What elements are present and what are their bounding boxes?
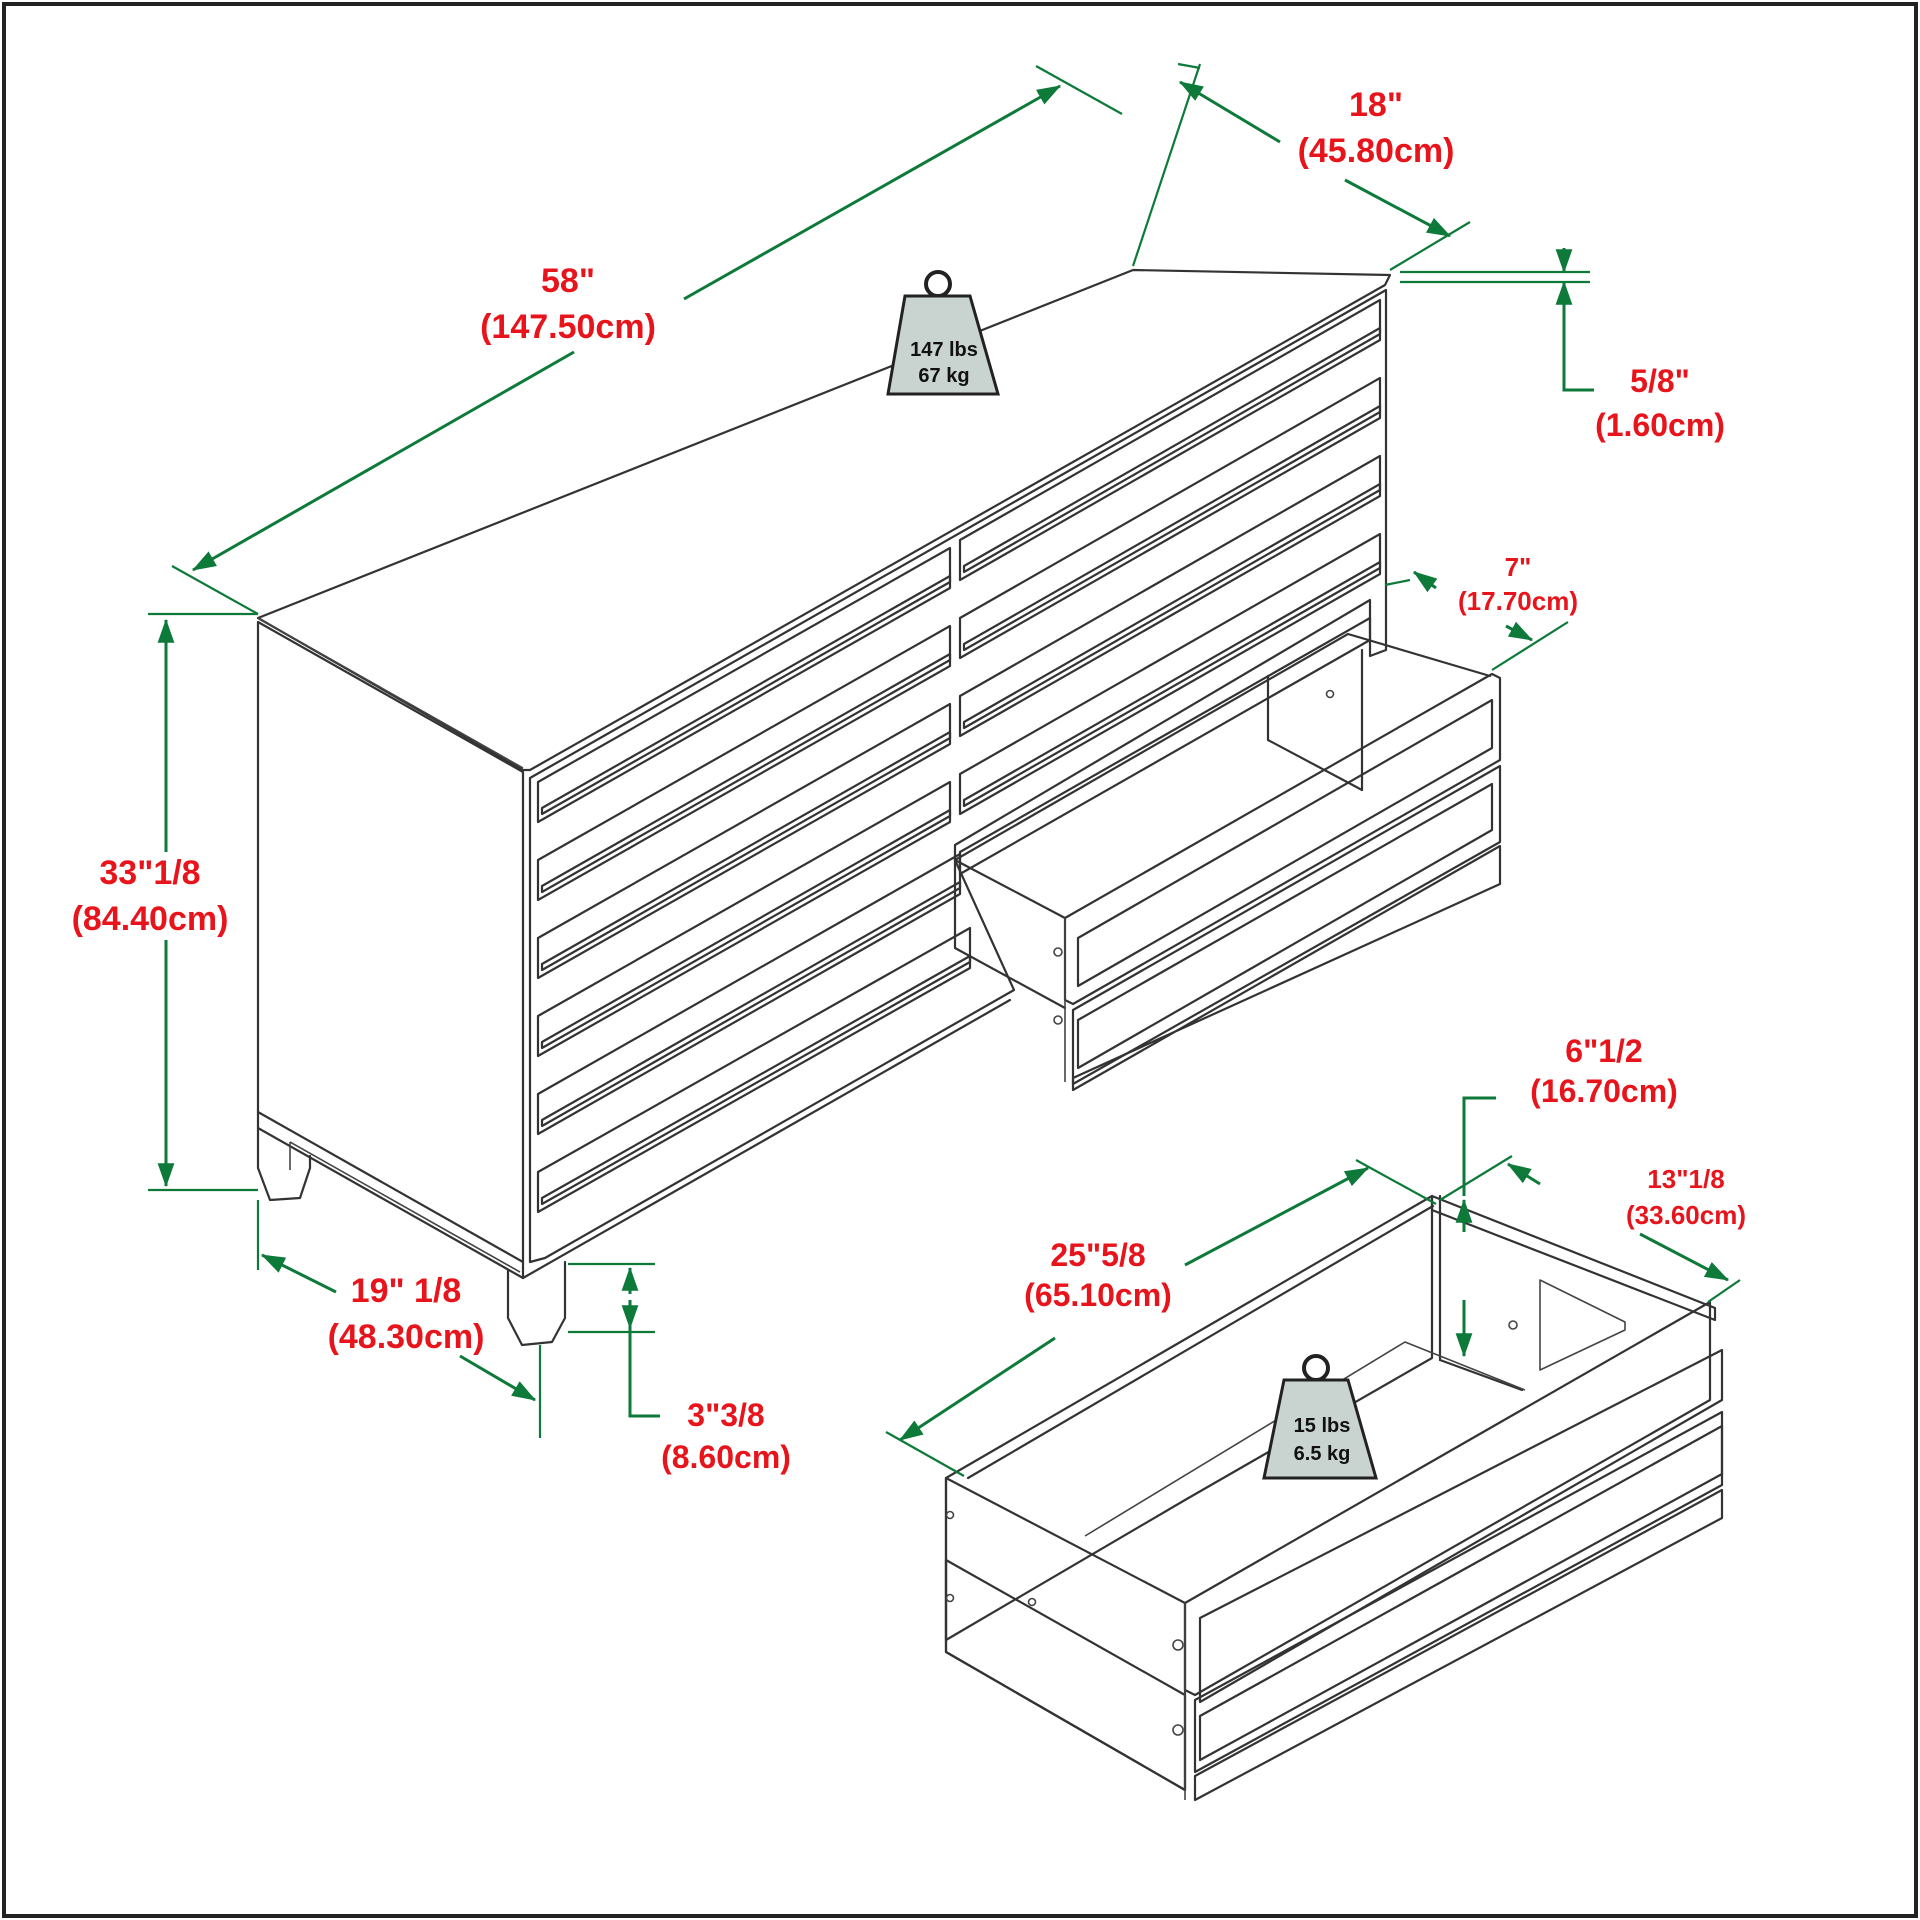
drawer-weight-kg: 6.5 kg [1294,1443,1351,1465]
label-dresser-height-in: 33"1/8 [99,854,200,892]
drawer-weight-lbs: 15 lbs [1294,1415,1351,1437]
dresser-drawers-right [958,298,1382,876]
label-drawer-width-in: 25"5/8 [1050,1237,1145,1273]
dresser-weight-kg: 67 kg [918,365,969,387]
dresser-open-drawer [953,632,1502,1092]
label-leg-height-in: 3"3/8 [687,1397,764,1433]
label-dresser-depth-in: 18" [1349,86,1403,124]
drawer-front [1183,1300,1712,1697]
dresser-drawing [256,268,1502,1347]
label-drawer-height-cm: (16.70cm) [1530,1073,1678,1109]
label-dresser-height-cm: (84.40cm) [72,900,229,938]
label-drawer-width-cm: (65.10cm) [1024,1277,1172,1313]
dresser-weight-lbs: 147 lbs [910,339,978,361]
dresser-drawers-left [536,546,972,1214]
label-drawer-front-height-in: 7" [1505,552,1532,582]
dresser-front [528,288,1388,1264]
label-drawer-depth-in: 13"1/8 [1647,1164,1724,1194]
dresser-leg-left [256,1126,312,1202]
label-side-depth-in: 19" 1/8 [351,1272,462,1310]
drawer-back [1430,1194,1717,1322]
label-drawer-depth-cm: (33.60cm) [1626,1200,1746,1230]
label-drawer-height-in: 6"1/2 [1565,1033,1642,1069]
drawer-drawing [944,1194,1724,1802]
dresser-leg-front [506,1260,567,1347]
drawer-weight-icon: 15 lbs 6.5 kg [1262,1354,1378,1480]
dresser-top [256,268,1392,772]
label-top-thickness-in: 5/8" [1630,363,1690,399]
label-side-depth-cm: (48.30cm) [328,1318,485,1356]
label-top-thickness-cm: (1.60cm) [1595,407,1725,443]
dresser-weight-icon: 147 lbs 67 kg [886,270,1000,396]
label-leg-height-cm: (8.60cm) [661,1439,791,1475]
label-dresser-width-in: 58" [541,262,595,300]
label-drawer-front-height-cm: (17.70cm) [1458,586,1578,616]
label-dresser-width-cm: (147.50cm) [480,308,656,346]
dimension-labels: 58" (147.50cm) 18" (45.80cm) 5/8" (1.60c… [72,86,1746,1475]
dresser-side [256,620,525,1264]
drawer-handle-cutout [1539,1279,1626,1371]
label-dresser-depth-cm: (45.80cm) [1298,132,1455,170]
dimension-lines [148,62,1741,1477]
